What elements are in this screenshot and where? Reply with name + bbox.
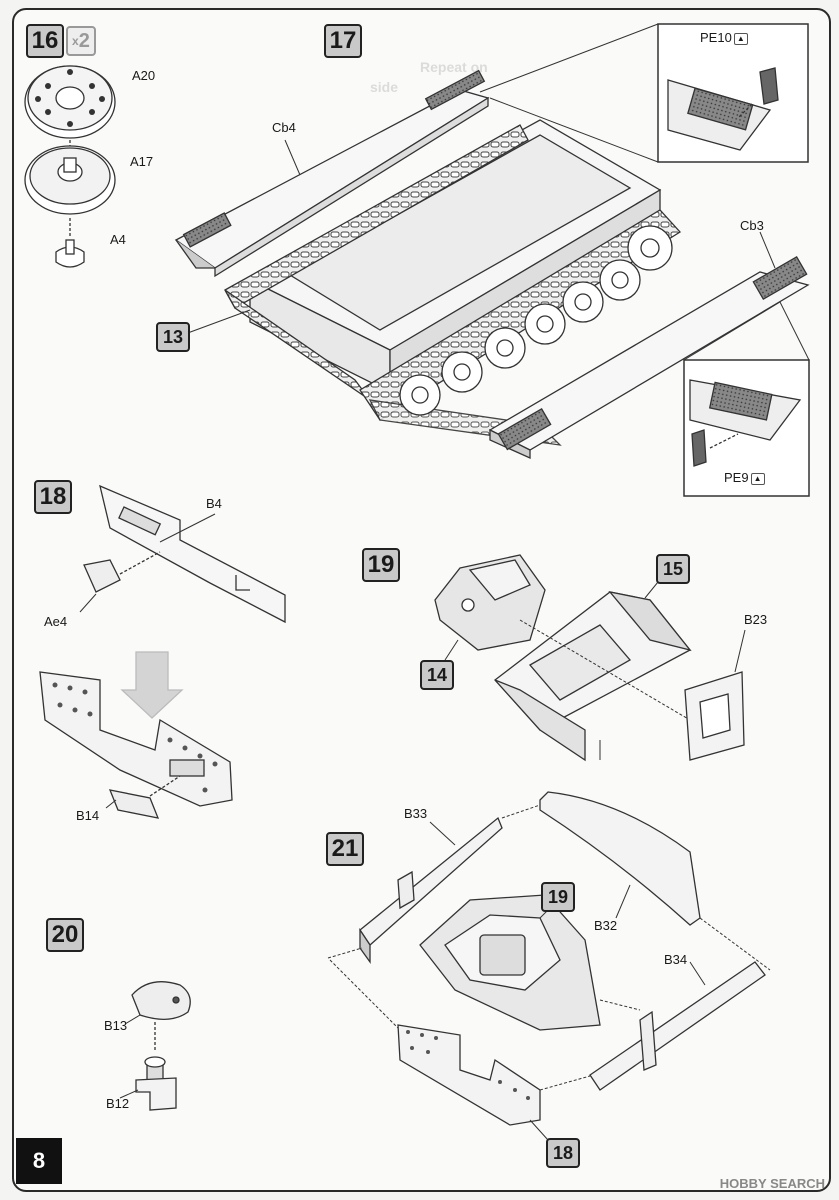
part-label-a17: A17	[130, 154, 154, 169]
pe10-detail-inset	[479, 23, 809, 163]
watermark-logo: HOBBY SEARCH	[719, 1176, 825, 1191]
part-label-a4: A4	[110, 232, 126, 247]
part-label-b32: B32	[594, 918, 618, 933]
page-number: 8	[16, 1138, 62, 1184]
ref-15-badge: 15	[656, 554, 690, 584]
wheel-assembly	[24, 65, 116, 268]
step-21-badge: 21	[326, 832, 364, 866]
step-16-multiplier-value: 2	[78, 30, 90, 52]
part-label-b33: B33	[404, 806, 428, 821]
part-label-cb3: Cb3	[740, 218, 764, 233]
step21-parts	[327, 791, 771, 1141]
ghost-text-side: side	[370, 79, 398, 95]
ref-19-badge: 19	[541, 882, 575, 912]
step-20-badge: 20	[46, 918, 84, 952]
part-label-b14: B14	[76, 808, 100, 823]
pe9-detail-inset	[683, 301, 810, 497]
part-label-pe10: PE10▲	[700, 30, 748, 45]
step-19-badge: 19	[362, 548, 400, 582]
part-label-b12: B12	[106, 1096, 130, 1111]
pe9-text: PE9	[724, 470, 749, 485]
part-label-ae4: Ae4	[44, 614, 68, 629]
part-label-pe9: PE9▲	[724, 470, 765, 485]
part-label-cb4: Cb4	[272, 120, 296, 135]
part-label-b23: B23	[744, 612, 768, 627]
step18-parts	[39, 484, 286, 819]
part-label-b13: B13	[104, 1018, 128, 1033]
part-label-b4: B4	[206, 496, 222, 511]
step-18-badge: 18	[34, 480, 72, 514]
step-16-multiplier: x2	[66, 26, 96, 56]
photo-etch-icon: ▲	[733, 32, 748, 45]
part-label-b34: B34	[664, 952, 688, 967]
step-16-badge: 16	[26, 24, 64, 58]
step19-parts	[434, 554, 746, 762]
chassis-assembly	[174, 69, 810, 460]
ref-14-badge: 14	[420, 660, 454, 690]
ref-13-badge: 13	[156, 322, 190, 352]
ghost-text-repeat: Repeat on	[420, 59, 488, 75]
part-label-a20: A20	[132, 68, 156, 83]
step-17-badge: 17	[324, 24, 362, 58]
pe10-text: PE10	[700, 30, 732, 45]
photo-etch-icon: ▲	[750, 472, 765, 485]
step20-parts	[119, 981, 191, 1111]
ref-18-badge: 18	[546, 1138, 580, 1168]
